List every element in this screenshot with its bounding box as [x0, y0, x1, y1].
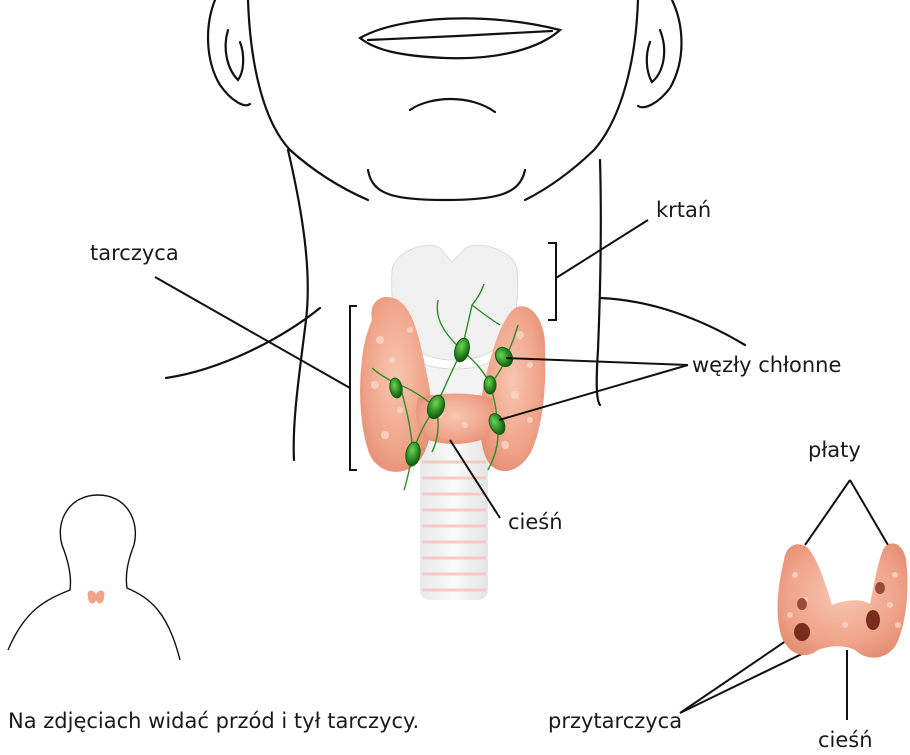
- label-ciesn-front: cieśń: [508, 512, 563, 533]
- parathyroid-gland: [866, 610, 880, 630]
- body-silhouette: [8, 495, 180, 660]
- leader-lines: [155, 220, 888, 720]
- caption: Na zdjęciach widać przód i tył tarczycy.: [8, 711, 419, 732]
- thyroid-back: [778, 543, 908, 657]
- label-platy: płaty: [808, 440, 861, 461]
- label-tarczyca: tarczyca: [90, 243, 179, 264]
- parathyroid-gland: [794, 623, 810, 641]
- lymph-node: [484, 376, 496, 394]
- parathyroid-gland: [797, 598, 807, 610]
- label-ciesn-back: cieśń: [818, 730, 873, 751]
- label-przytarczyca: przytarczyca: [548, 711, 682, 732]
- label-wezly-chlonne: węzły chłonne: [692, 355, 841, 376]
- label-krtan: krtań: [656, 200, 711, 221]
- parathyroid-gland: [875, 582, 885, 594]
